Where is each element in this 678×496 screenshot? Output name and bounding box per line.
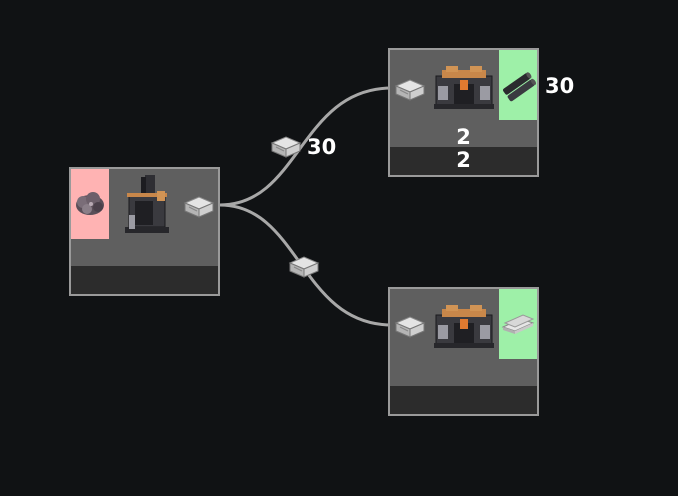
metal-ingot-icon [270,136,302,158]
consumer-node-top[interactable]: 2 2 [388,48,539,177]
metal-ingot-icon [183,196,215,218]
edge-curve-top [219,86,393,207]
output-amount: 30 [545,74,575,98]
output-slot[interactable] [499,50,537,120]
assembler-machine-icon [434,305,494,348]
output-slot[interactable] [499,289,537,359]
raw-ore-icon [76,192,104,215]
refinery-machine-icon [125,175,169,233]
source-node[interactable] [69,167,220,296]
edge-amount: 30 [307,135,337,159]
machine-count: 2 [456,125,471,149]
node-footer [390,386,537,414]
node-footer [71,266,218,294]
pipe-icon [503,72,537,102]
machine-count-footer: 2 [456,148,471,172]
assembler-machine-icon [434,66,494,109]
consumer-node-bottom[interactable] [388,287,539,416]
missing-input-slot[interactable] [71,169,109,239]
metal-ingot-icon [288,256,320,278]
metal-ingot-icon [394,79,426,101]
metal-ingot-icon [394,316,426,338]
metal-plate-icon [501,314,535,334]
node-footer: 2 [390,147,537,175]
